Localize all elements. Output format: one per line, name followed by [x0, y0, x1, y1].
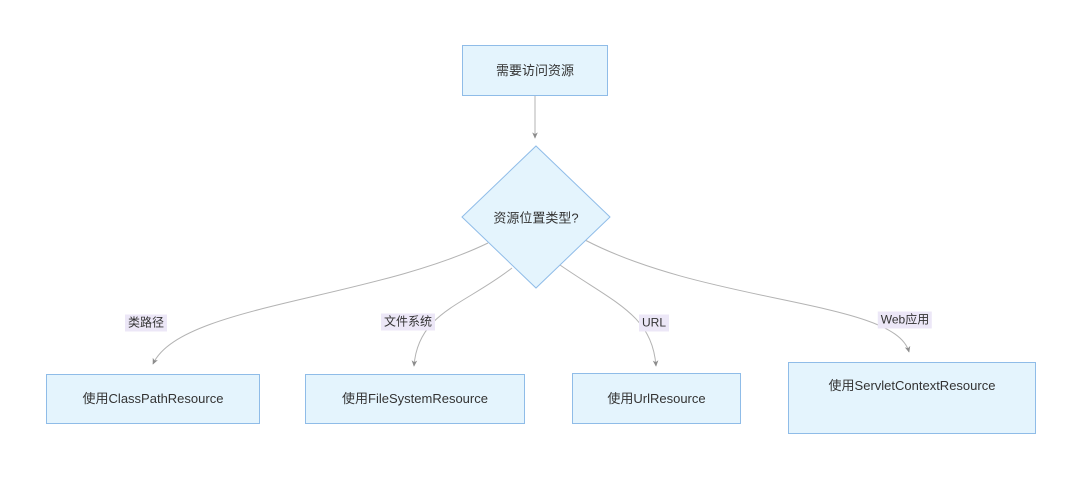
- edge-label-classpath: 类路径: [124, 314, 168, 332]
- node-servletcontext: 使用ServletContextResource: [788, 362, 1036, 434]
- node-servletcontext-label: 使用ServletContextResource: [828, 378, 996, 393]
- edge-label-filesystem: 文件系统: [380, 313, 436, 331]
- edge-label-webapp: Web应用: [877, 311, 933, 329]
- node-start: 需要访问资源: [462, 45, 608, 96]
- node-decision-label: 资源位置类型?: [493, 210, 579, 226]
- node-start-label: 需要访问资源: [495, 62, 574, 78]
- edge-decision-to-servlet: [584, 239, 911, 353]
- decision-diamond: [461, 145, 611, 289]
- node-url-label: 使用UrlResource: [607, 390, 706, 406]
- node-filesystem-label: 使用FileSystemResource: [342, 391, 488, 406]
- edge-decision-to-classpath: [152, 242, 489, 365]
- node-filesystem: 使用FileSystemResource: [305, 374, 525, 424]
- node-url: 使用UrlResource: [572, 373, 741, 424]
- edge-decision-to-url: [559, 264, 659, 367]
- node-classpath: 使用ClassPathResource: [46, 374, 260, 424]
- edge-decision-to-filesystem: [411, 267, 513, 367]
- node-classpath-label: 使用ClassPathResource: [82, 391, 224, 406]
- edge-label-url: URL: [638, 314, 670, 332]
